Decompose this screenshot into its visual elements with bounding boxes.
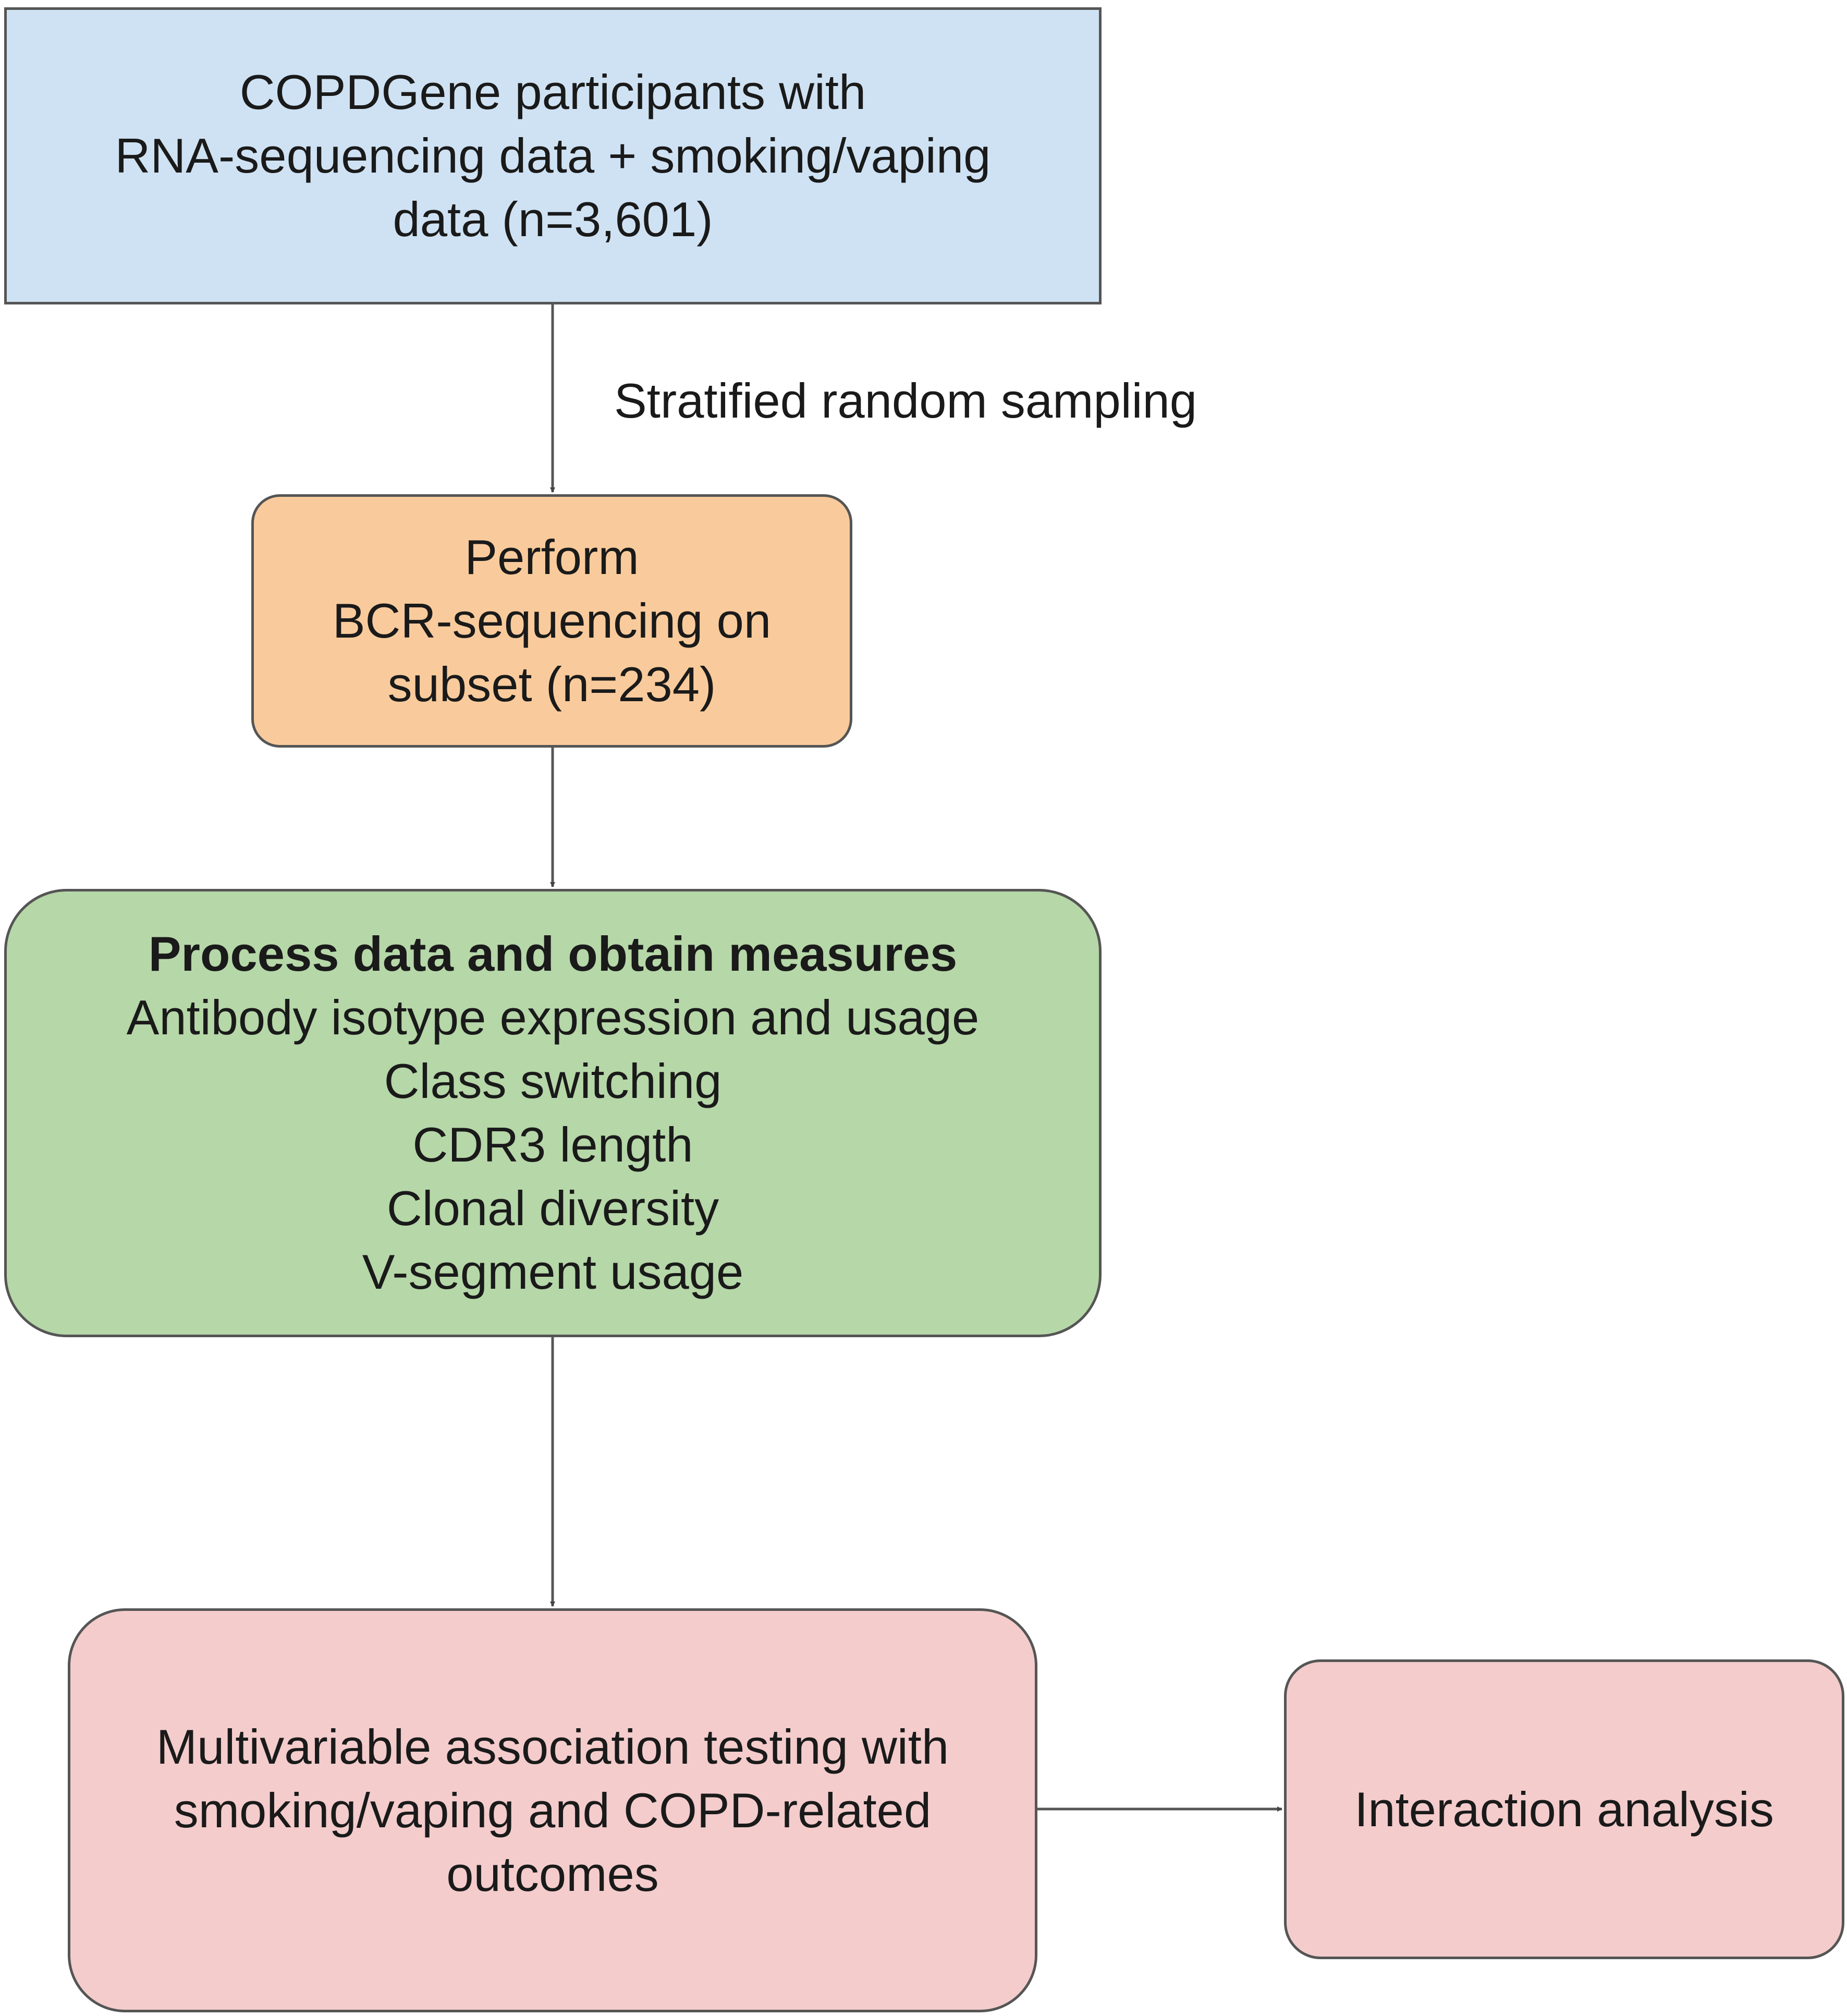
edge-label-stratified-sampling: Stratified random sampling	[614, 373, 1197, 428]
measure-item: Clonal diversity	[386, 1181, 719, 1236]
measure-item: Class switching	[384, 1054, 722, 1108]
node-interaction-analysis: Interaction analysis	[1284, 1659, 1844, 1959]
node-copdgene-participants: COPDGene participants with RNA-sequencin…	[4, 7, 1102, 304]
node-heading: Process data and obtain measures	[148, 926, 958, 981]
node-text-line: smoking/vaping and COPD-related	[174, 1782, 932, 1838]
node-text-line: data (n=3,601)	[393, 192, 713, 247]
node-text-line: Multivariable association testing with	[156, 1719, 949, 1774]
measure-item: V-segment usage	[362, 1244, 744, 1299]
measure-item: Antibody isotype expression and usage	[126, 990, 980, 1045]
node-text-line: outcomes	[446, 1846, 659, 1901]
node-process-data: Process data and obtain measures Antibod…	[4, 889, 1102, 1337]
node-text-line: BCR-sequencing on	[332, 593, 772, 648]
node-text-line: subset (n=234)	[387, 657, 716, 712]
measure-item: CDR3 length	[412, 1117, 693, 1172]
node-bcr-sequencing: Perform BCR-sequencing on subset (n=234)	[251, 494, 852, 748]
node-text-line: COPDGene participants with	[239, 65, 866, 119]
node-multivariable-testing: Multivariable association testing with s…	[68, 1608, 1037, 2012]
node-text-line: Perform	[464, 530, 639, 584]
node-text-line: Interaction analysis	[1354, 1781, 1774, 1837]
node-text-line: RNA-sequencing data + smoking/vaping	[115, 128, 991, 183]
